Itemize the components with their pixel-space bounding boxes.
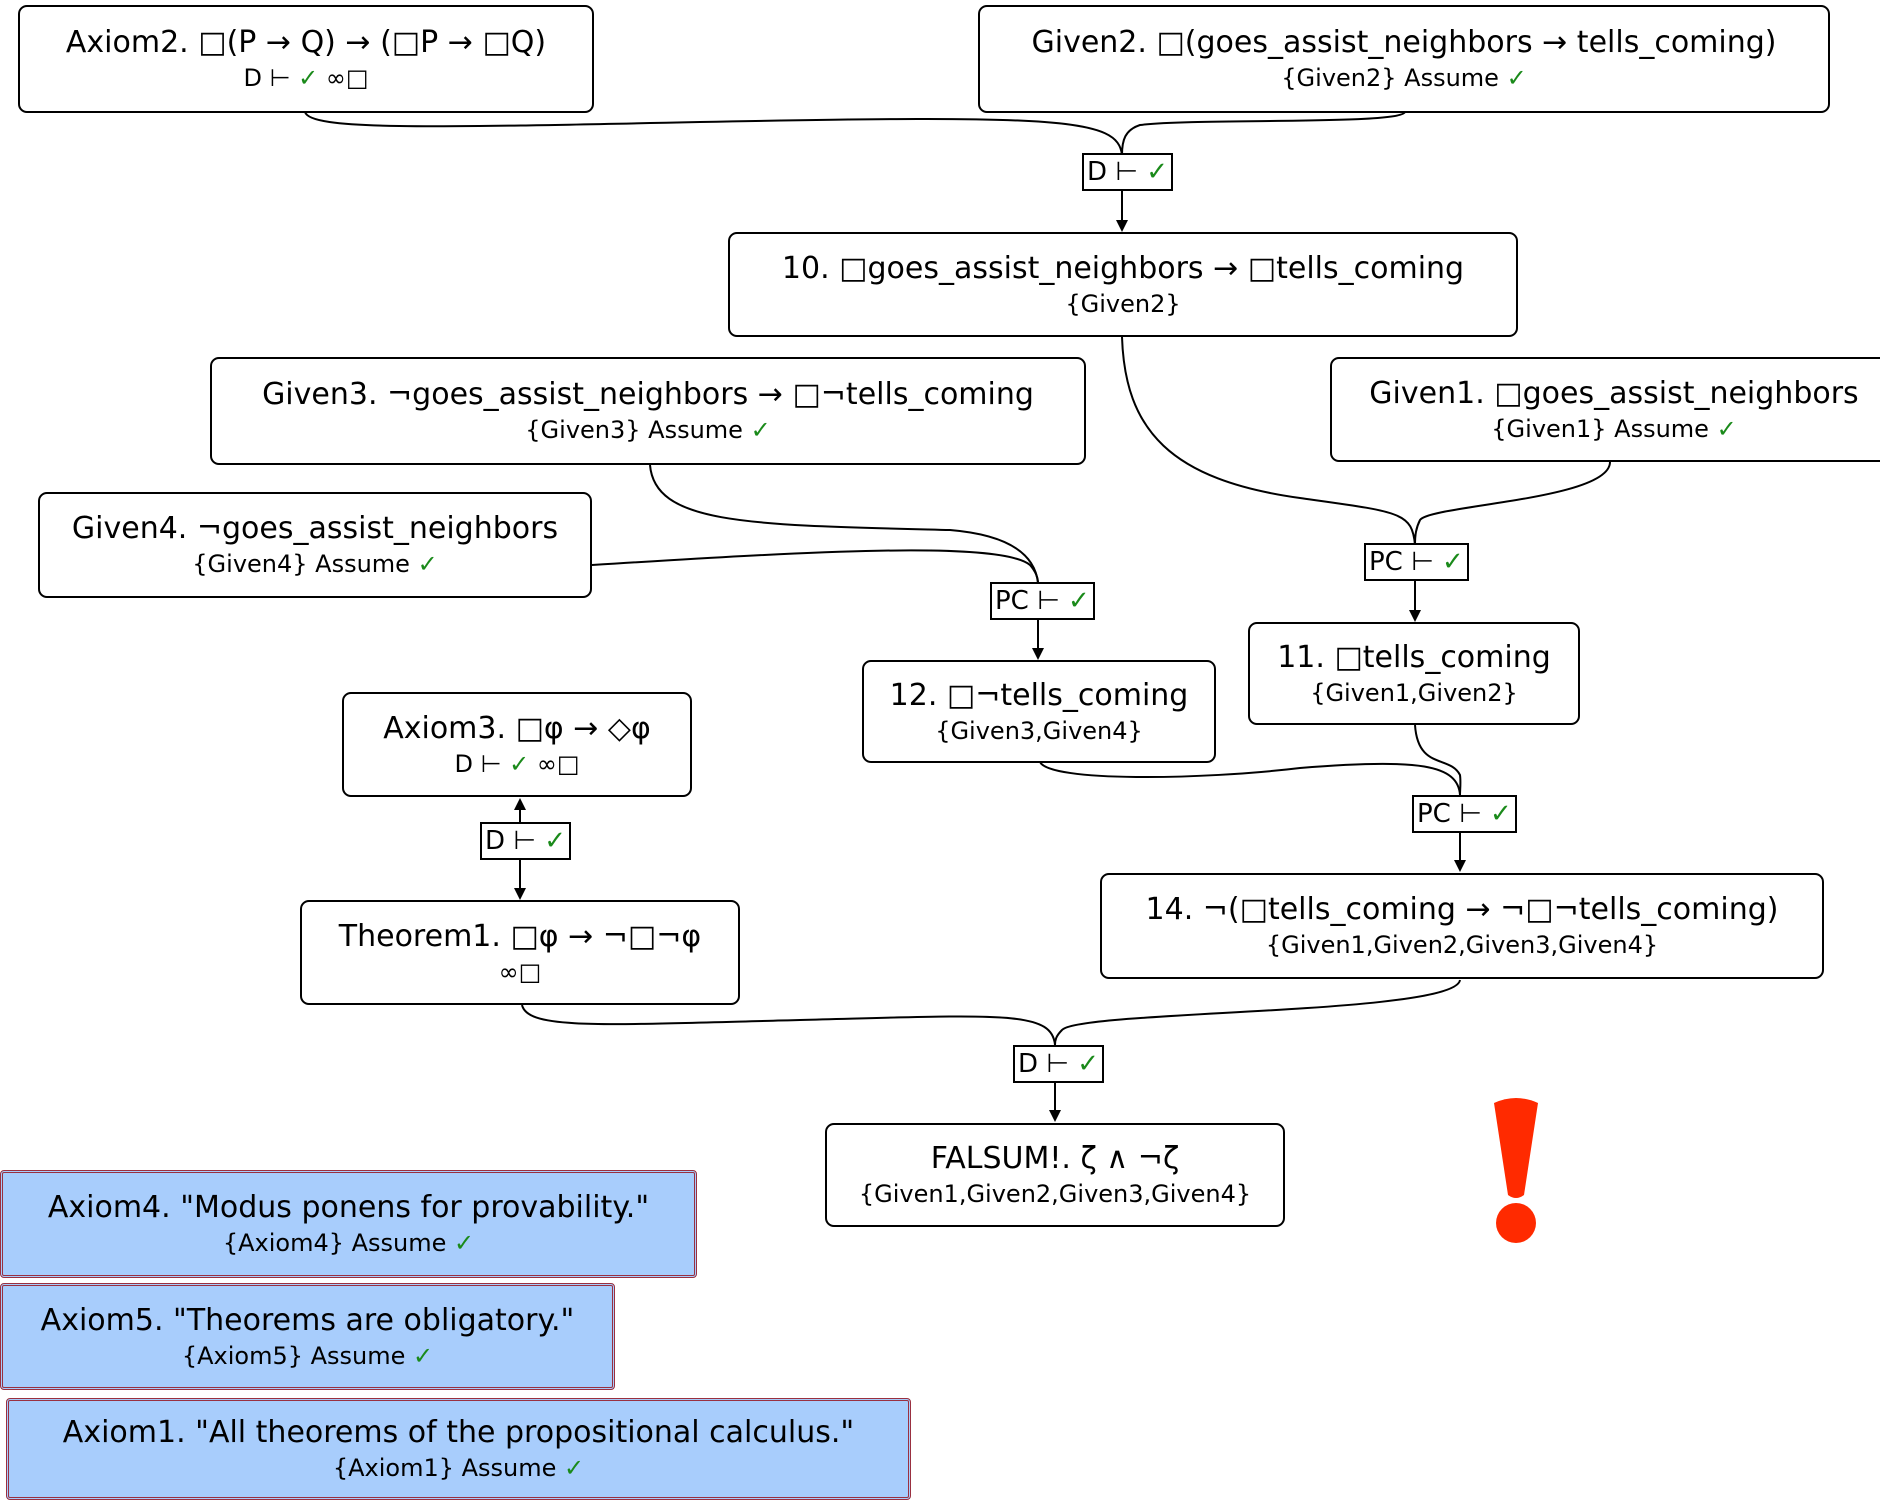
node-status: {Given3} Assume ✓ bbox=[525, 416, 771, 444]
node-title: 12. □¬tells_coming bbox=[889, 677, 1189, 713]
edge-n10-to-r11 bbox=[1121, 336, 1416, 546]
rule-d-box[interactable]: D ⊢ ✓ bbox=[480, 822, 571, 860]
node-title: Theorem1. □φ → ¬□¬φ bbox=[338, 918, 702, 954]
node-title: 10. □goes_assist_neighbors → □tells_comi… bbox=[781, 250, 1465, 286]
node-title: Given1. □goes_assist_neighbors bbox=[1369, 375, 1859, 411]
check-icon: ✓ bbox=[1146, 157, 1168, 187]
note-status: {Axiom1} Assume ✓ bbox=[332, 1454, 585, 1482]
node-title: 14. ¬(□tells_coming → ¬□¬tells_coming) bbox=[1145, 892, 1779, 927]
node-title: Axiom3. □φ → ◇φ bbox=[383, 710, 651, 746]
check-icon: ✓ bbox=[298, 64, 319, 92]
check-icon: ✓ bbox=[1506, 64, 1527, 92]
edge-n11-to-r14 bbox=[1414, 724, 1462, 796]
node-axiom3[interactable]: Axiom3. □φ → ◇φ D ⊢ ✓ ∞□ bbox=[342, 692, 692, 797]
node-title: FALSUM!. ζ ∧ ¬ζ bbox=[930, 1141, 1180, 1176]
node-12[interactable]: 12. □¬tells_coming {Given3,Given4} bbox=[862, 660, 1216, 763]
note-title: Axiom5. "Theorems are obligatory." bbox=[40, 1302, 575, 1338]
note-axiom4[interactable]: Axiom4. "Modus ponens for provability." … bbox=[0, 1170, 697, 1278]
node-axiom2[interactable]: Axiom2. □(P → Q) → (□P → □Q) D ⊢ ✓ ∞□ bbox=[18, 5, 594, 113]
edge-n14-to-rfal bbox=[1054, 979, 1461, 1046]
check-icon: ✓ bbox=[564, 1454, 585, 1482]
rule-pc-box[interactable]: PC ⊢ ✓ bbox=[1412, 795, 1517, 833]
node-status: ∞□ bbox=[498, 957, 542, 986]
note-axiom1[interactable]: Axiom1. "All theorems of the proposition… bbox=[6, 1398, 911, 1500]
node-status: D ⊢ ✓ ∞□ bbox=[454, 749, 580, 778]
node-title: Given4. ¬goes_assist_neighbors bbox=[71, 511, 559, 546]
node-status: {Given1,Given2,Given3,Given4} bbox=[1265, 931, 1659, 959]
check-icon: ✓ bbox=[1442, 547, 1464, 577]
check-icon: ✓ bbox=[1716, 414, 1737, 443]
node-status: {Given2} Assume ✓ bbox=[1281, 64, 1527, 92]
rule-pc-box[interactable]: PC ⊢ ✓ bbox=[1364, 543, 1469, 581]
node-14[interactable]: 14. ¬(□tells_coming → ¬□¬tells_coming) {… bbox=[1100, 873, 1824, 979]
node-given1[interactable]: Given1. □goes_assist_neighbors {Given1} … bbox=[1330, 357, 1880, 462]
edge-given2-to-r10 bbox=[1121, 111, 1406, 156]
rule-d-box[interactable]: D ⊢ ✓ bbox=[1013, 1045, 1104, 1083]
check-icon: ✓ bbox=[1077, 1049, 1099, 1079]
node-status: {Given1,Given2,Given3,Given4} bbox=[858, 1180, 1252, 1208]
node-status: {Given1} Assume ✓ bbox=[1491, 414, 1737, 443]
node-given2[interactable]: Given2. □(goes_assist_neighbors → tells_… bbox=[978, 5, 1830, 113]
node-status: {Given2} bbox=[1065, 289, 1181, 318]
edge-given4-to-r12 bbox=[591, 549, 1039, 584]
edge-n12-to-r14 bbox=[1039, 761, 1461, 796]
edge-given1-to-r11 bbox=[1414, 461, 1611, 546]
check-icon: ✓ bbox=[750, 416, 771, 444]
node-status: {Given1,Given2} bbox=[1310, 678, 1518, 707]
check-icon: ✓ bbox=[417, 550, 438, 578]
check-icon: ✓ bbox=[1068, 586, 1090, 616]
check-icon: ✓ bbox=[454, 1229, 475, 1257]
edge-theorem1-to-rfal bbox=[521, 1004, 1056, 1046]
node-given4[interactable]: Given4. ¬goes_assist_neighbors {Given4} … bbox=[38, 492, 592, 598]
node-status: {Given4} Assume ✓ bbox=[192, 550, 438, 578]
edge-axiom2-to-r10 bbox=[304, 111, 1123, 156]
rule-pc-box[interactable]: PC ⊢ ✓ bbox=[990, 582, 1095, 620]
node-11[interactable]: 11. □tells_coming {Given1,Given2} bbox=[1248, 622, 1580, 725]
node-given3[interactable]: Given3. ¬goes_assist_neighbors → □¬tells… bbox=[210, 357, 1086, 465]
check-icon: ✓ bbox=[509, 749, 530, 778]
node-falsum[interactable]: FALSUM!. ζ ∧ ¬ζ {Given1,Given2,Given3,Gi… bbox=[825, 1123, 1285, 1227]
note-title: Axiom4. "Modus ponens for provability." bbox=[47, 1190, 650, 1225]
node-title: Axiom2. □(P → Q) → (□P → □Q) bbox=[65, 25, 547, 60]
node-title: 11. □tells_coming bbox=[1277, 639, 1551, 675]
node-status: {Given3,Given4} bbox=[935, 716, 1143, 745]
check-icon: ✓ bbox=[544, 826, 566, 856]
alert-exclamation-icon bbox=[1494, 1098, 1538, 1243]
edge-given3-to-r12 bbox=[649, 464, 1039, 584]
node-10[interactable]: 10. □goes_assist_neighbors → □tells_comi… bbox=[728, 232, 1518, 337]
rule-d-box[interactable]: D ⊢ ✓ bbox=[1082, 153, 1173, 191]
node-theorem1[interactable]: Theorem1. □φ → ¬□¬φ ∞□ bbox=[300, 900, 740, 1005]
node-title: Given3. ¬goes_assist_neighbors → □¬tells… bbox=[262, 377, 1034, 412]
check-icon: ✓ bbox=[1490, 799, 1512, 829]
note-status: {Axiom5} Assume ✓ bbox=[181, 1341, 434, 1370]
note-status: {Axiom4} Assume ✓ bbox=[222, 1229, 475, 1257]
node-title: Given2. □(goes_assist_neighbors → tells_… bbox=[1031, 25, 1777, 60]
note-title: Axiom1. "All theorems of the proposition… bbox=[62, 1415, 855, 1450]
check-icon: ✓ bbox=[413, 1341, 434, 1370]
node-status: D ⊢ ✓ ∞□ bbox=[243, 64, 369, 92]
note-axiom5[interactable]: Axiom5. "Theorems are obligatory." {Axio… bbox=[0, 1283, 615, 1390]
